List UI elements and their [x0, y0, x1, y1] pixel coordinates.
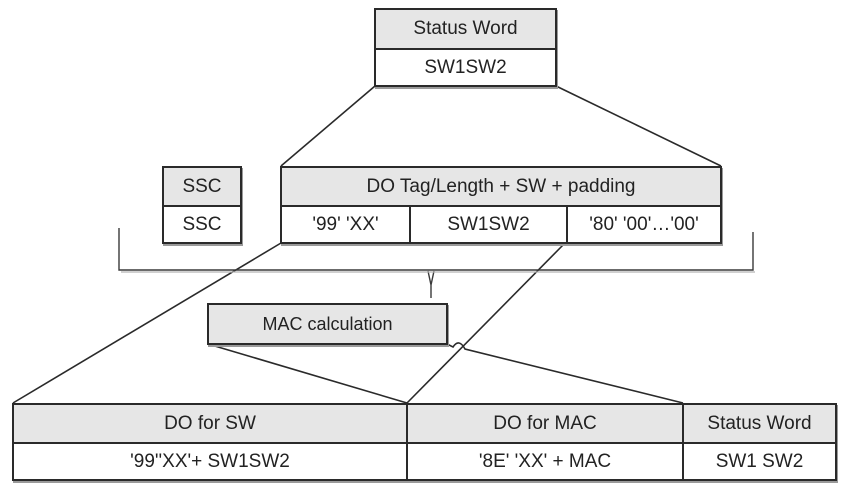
status-word-top-value: SW1SW2: [376, 50, 555, 85]
expand-line-top-right: [555, 85, 722, 167]
mac-calculation-label: MAC calculation: [209, 305, 446, 343]
expand-line-top-left: [280, 85, 376, 167]
do-tag-cell-padding: '80' '00'…'00': [568, 207, 720, 242]
do-for-sw-header: DO for SW: [14, 405, 406, 442]
do-for-mac-value: '8E' 'XX' + MAC: [408, 444, 682, 479]
ssc-header: SSC: [164, 168, 240, 205]
mac-line-left: [207, 343, 408, 404]
ssc-box: SSC SSC: [162, 166, 242, 244]
status-word-top-header: Status Word: [376, 10, 555, 48]
mac-line-right: [446, 342, 684, 404]
do-tag-header: DO Tag/Length + SW + padding: [282, 168, 720, 205]
mac-calculation-box: MAC calculation: [207, 303, 448, 345]
do-tag-cell-sw: SW1SW2: [411, 207, 566, 242]
status-word-bottom-header: Status Word: [684, 405, 835, 442]
do-tag-cell-tag-length: '99' 'XX': [282, 207, 409, 242]
do-for-mac-header: DO for MAC: [408, 405, 682, 442]
do-tag-box: DO Tag/Length + SW + padding '99' 'XX' S…: [280, 166, 722, 244]
brace-tick: [427, 270, 435, 298]
response-table: DO for SW '99''XX'+ SW1SW2 DO for MAC '8…: [12, 403, 837, 481]
status-word-top-box: Status Word SW1SW2: [374, 8, 557, 87]
status-word-bottom-value: SW1 SW2: [684, 444, 835, 479]
do-for-sw-value: '99''XX'+ SW1SW2: [14, 444, 406, 479]
mac-input-brace: [118, 228, 754, 271]
ssc-value: SSC: [164, 207, 240, 242]
